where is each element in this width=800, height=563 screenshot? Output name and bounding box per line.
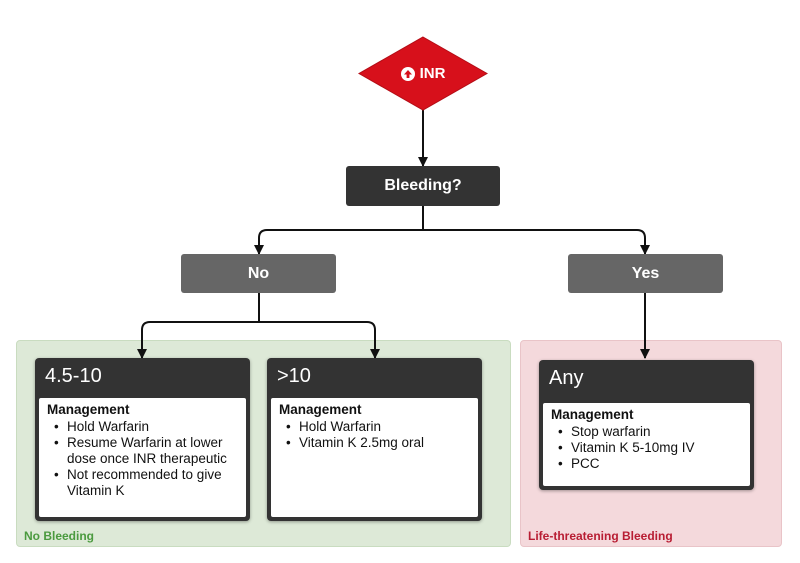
card-body: Management Stop warfarin Vitamin K 5-10m… xyxy=(543,403,750,486)
region-label-no-bleeding: No Bleeding xyxy=(24,529,95,543)
region-label-life-threatening-bleeding: Life-threatening Bleeding xyxy=(528,529,673,543)
management-list: Stop warfarin Vitamin K 5-10mg IV PCC xyxy=(551,424,744,472)
list-item: Vitamin K 5-10mg IV xyxy=(558,440,744,456)
list-item: Hold Warfarin xyxy=(54,419,240,435)
branch-no-node: No xyxy=(181,254,336,293)
list-item: Stop warfarin xyxy=(558,424,744,440)
list-item: Hold Warfarin xyxy=(286,419,472,435)
card-title: 4.5-10 xyxy=(45,365,102,387)
card-title: Any xyxy=(549,367,584,389)
arrow-up-circle-icon xyxy=(400,66,415,81)
list-item: Resume Warfarin at lower dose once INR t… xyxy=(54,435,240,467)
connector-bleeding-to-yes xyxy=(423,229,650,255)
management-list: Hold Warfarin Resume Warfarin at lower d… xyxy=(47,419,240,499)
card-body: Management Hold Warfarin Resume Warfarin… xyxy=(39,398,246,517)
card-inr-over-10: >10 Management Hold Warfarin Vitamin K 2… xyxy=(267,358,482,521)
connector-no-to-over-10 xyxy=(259,321,380,359)
list-item: Vitamin K 2.5mg oral xyxy=(286,435,472,451)
connector-bleeding-to-no xyxy=(254,206,424,255)
inr-label: INR xyxy=(419,65,446,82)
card-title: >10 xyxy=(277,365,311,387)
card-any-bleeding: Any Management Stop warfarin Vitamin K 5… xyxy=(539,360,754,490)
card-heading: Management xyxy=(279,402,362,417)
list-item: Not recommended to give Vitamin K xyxy=(54,467,240,499)
connector-no-to-4-5-10 xyxy=(137,293,260,359)
branch-yes-node: Yes xyxy=(568,254,723,293)
card-inr-4-5-10: 4.5-10 Management Hold Warfarin Resume W… xyxy=(35,358,250,521)
inr-diamond-shape xyxy=(358,36,488,111)
inr-decision-node: INR xyxy=(358,36,488,111)
list-item: PCC xyxy=(558,456,744,472)
card-heading: Management xyxy=(47,402,130,417)
management-list: Hold Warfarin Vitamin K 2.5mg oral xyxy=(279,419,472,451)
card-heading: Management xyxy=(551,407,634,422)
bleeding-question-node: Bleeding? xyxy=(346,166,500,206)
card-body: Management Hold Warfarin Vitamin K 2.5mg… xyxy=(271,398,478,517)
